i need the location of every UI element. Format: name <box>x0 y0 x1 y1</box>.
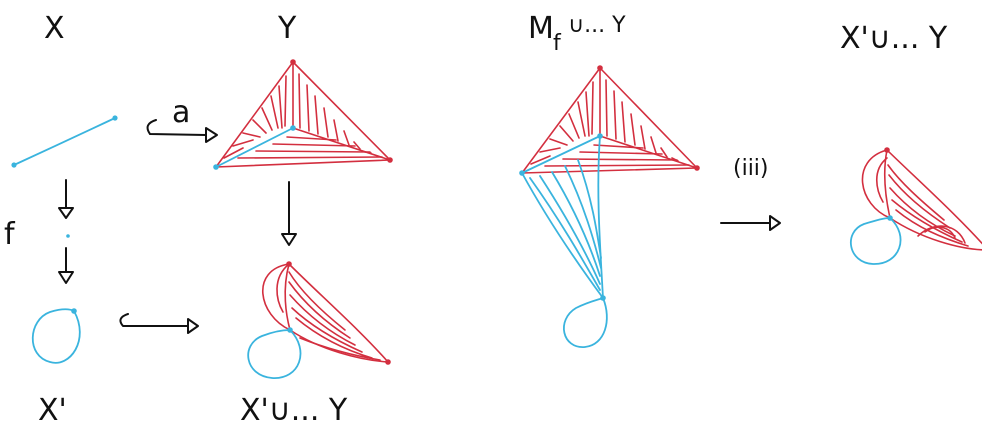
vertex <box>387 157 393 163</box>
label-pushout-top: X'∪... Y <box>840 21 948 56</box>
segment-endpoint <box>112 115 117 120</box>
space-pushout-bottom <box>248 261 391 378</box>
space-mapping-cylinder <box>519 65 700 347</box>
vertex <box>519 170 525 176</box>
label-m: M <box>528 11 554 46</box>
label-map-f: f <box>4 217 16 252</box>
space-y-tetrahedron <box>213 59 393 170</box>
label-map-a: a <box>172 95 190 130</box>
label-m-subscript: f <box>553 31 562 56</box>
vertex <box>600 295 606 301</box>
vertex <box>597 133 603 139</box>
vertex <box>287 327 293 333</box>
label-x-prime: X' <box>38 393 67 428</box>
vertex <box>290 125 296 131</box>
label-mapping-cylinder: M f ∪... Y <box>528 11 626 56</box>
arrow-f <box>59 180 73 283</box>
label-y: Y <box>277 11 297 46</box>
vertex <box>597 65 603 71</box>
arrow-inclusion-bottom <box>120 314 198 333</box>
vertex <box>385 359 391 365</box>
arrow-y-to-pushout <box>282 182 296 245</box>
arrow-step-iii <box>721 216 780 230</box>
space-x-prime-loop <box>33 308 80 363</box>
label-x: X <box>44 11 65 46</box>
label-m-tail: ∪... Y <box>568 13 626 38</box>
vertex <box>290 59 296 65</box>
loop-basepoint <box>71 308 77 314</box>
space-pushout-top <box>851 147 982 264</box>
vertex <box>694 165 700 171</box>
label-pushout-bottom: X'∪... Y <box>240 393 348 428</box>
point-dot <box>66 234 70 238</box>
vertex <box>887 215 893 221</box>
vertex <box>884 147 890 153</box>
vertex <box>286 261 292 267</box>
label-step-iii: (iii) <box>733 156 769 181</box>
vertex <box>213 164 219 170</box>
space-x-segment <box>11 115 117 167</box>
segment-endpoint <box>11 162 16 167</box>
